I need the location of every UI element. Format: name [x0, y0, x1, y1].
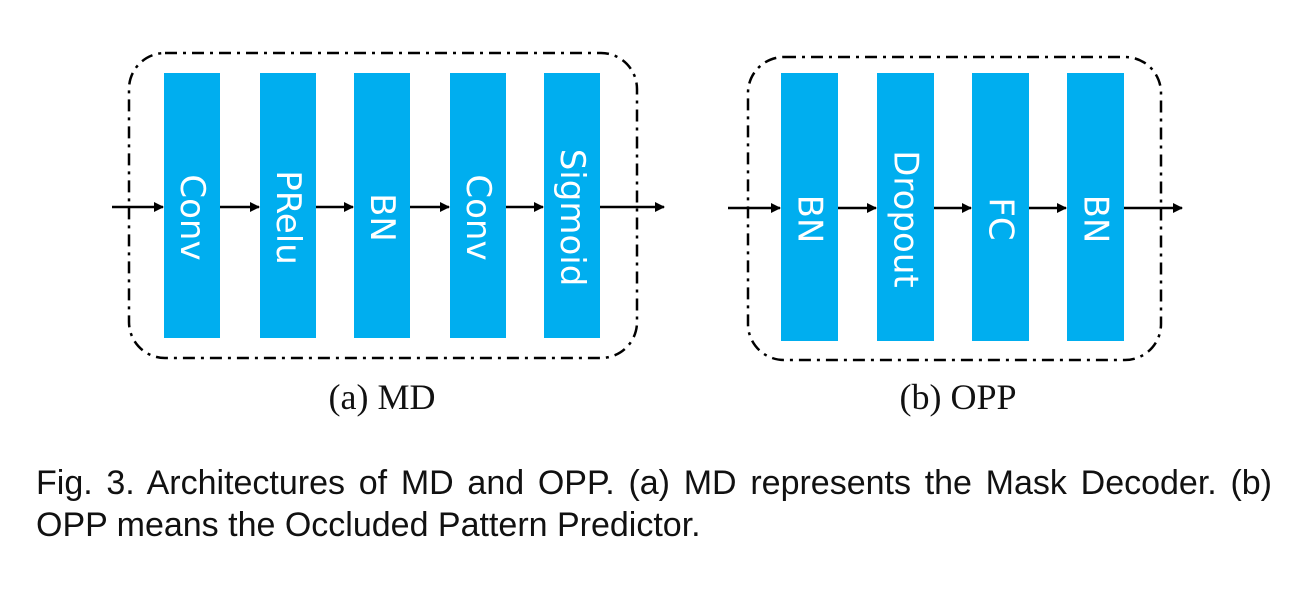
opp-panel: BN Dropout FC BN — [728, 55, 1183, 362]
opp-block-2 — [972, 73, 1029, 341]
figure-caption: Fig. 3. Architectures of MD and OPP. (a)… — [36, 464, 1272, 544]
md-block-label-1: PRelu — [268, 170, 308, 265]
md-block-label-3: Conv — [458, 174, 498, 260]
opp-block-1 — [877, 73, 934, 341]
opp-block-label-3: BN — [1076, 195, 1116, 244]
opp-block-label-0: BN — [790, 195, 830, 244]
md-subcaption: (a) MD — [328, 377, 436, 417]
md-block-0 — [164, 73, 220, 338]
md-panel: Conv PRelu BN Conv Sigmoid — [112, 51, 665, 360]
opp-block-3 — [1067, 73, 1124, 341]
md-frame — [127, 51, 639, 360]
md-block-label-2: BN — [362, 193, 402, 242]
architecture-diagram: Conv PRelu BN Conv Sigmoid BN Dropout FC BN — [112, 51, 1183, 362]
md-block-label-0: Conv — [172, 174, 212, 260]
opp-subcaption: (b) OPP — [899, 377, 1017, 417]
md-block-2 — [354, 73, 410, 338]
opp-block-label-2: FC — [981, 197, 1021, 240]
md-block-label-4: Sigmoid — [552, 149, 592, 287]
opp-block-0 — [781, 73, 838, 341]
md-block-3 — [450, 73, 506, 338]
md-block-1 — [260, 73, 316, 338]
opp-block-label-1: Dropout — [886, 150, 926, 287]
md-block-4 — [544, 73, 600, 338]
